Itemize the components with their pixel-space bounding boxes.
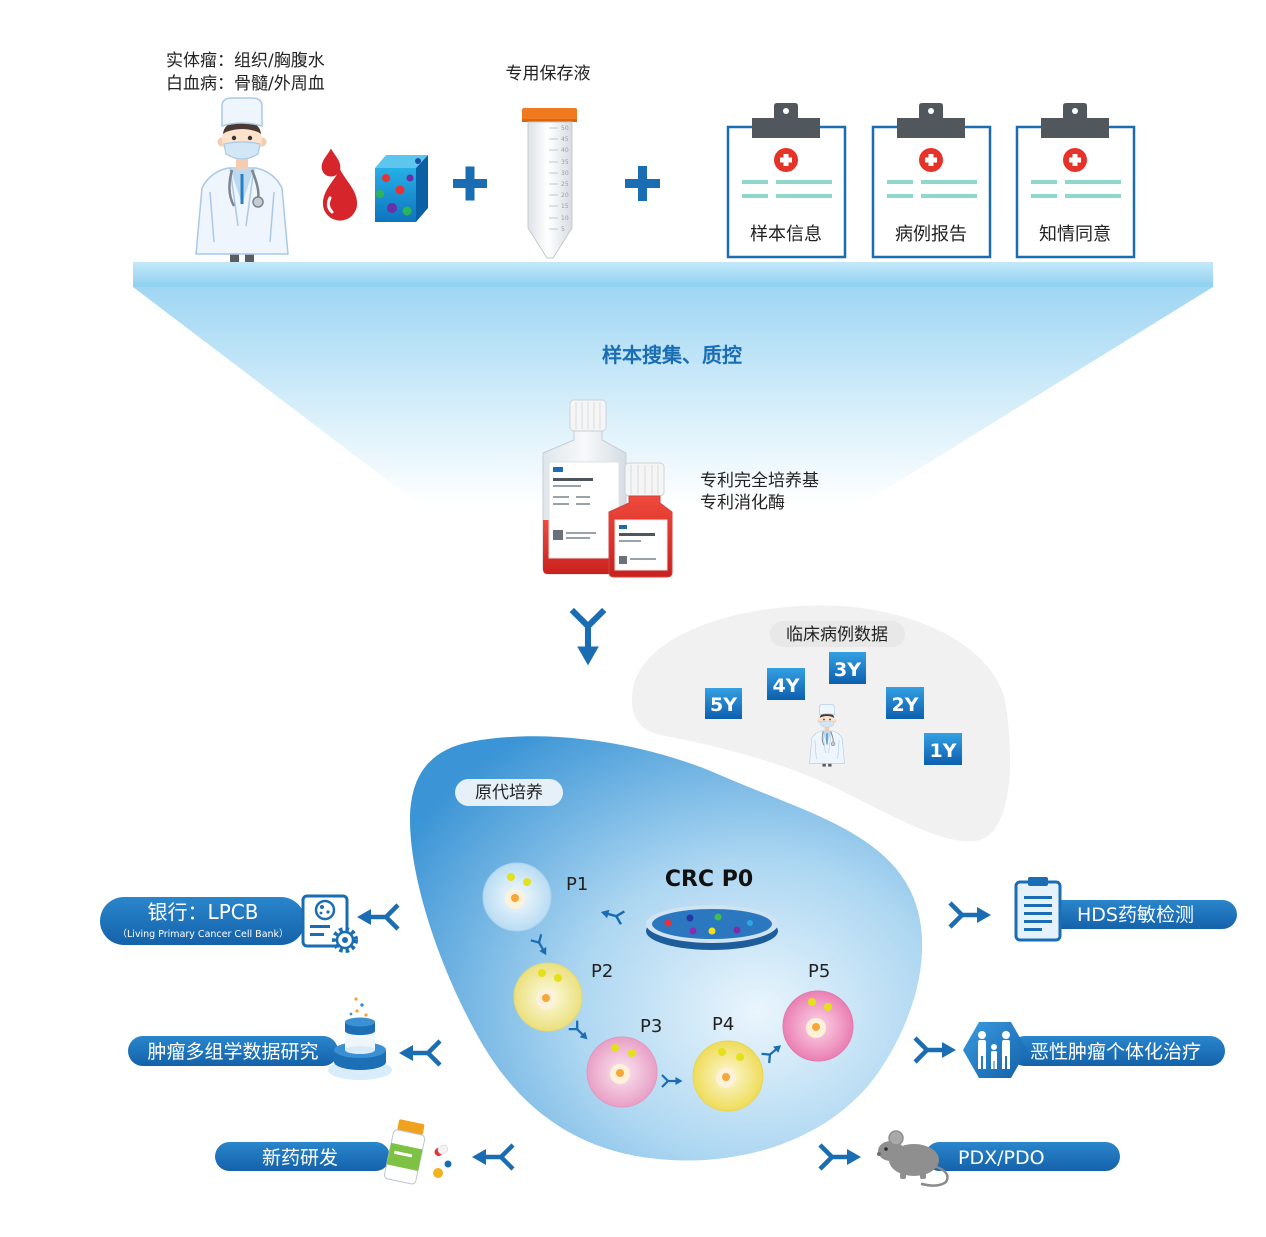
family-hexagon-icon xyxy=(963,1022,1027,1078)
cell-bank-label: 银行：LPCB xyxy=(148,900,259,924)
blood-drops-icon xyxy=(321,148,358,221)
right-arrow-icon xyxy=(950,903,991,927)
year-badge-3y: 3Y xyxy=(829,652,866,684)
year-badge-2y: 2Y xyxy=(886,687,924,719)
passage-label-p3: P3 xyxy=(640,1016,662,1037)
tube-scale-35: 35 xyxy=(561,159,569,166)
patent-enzyme-text: 专利消化酶 xyxy=(700,493,785,513)
crc-p0-title: CRC P0 xyxy=(665,867,753,892)
right-arrow-icon xyxy=(820,1145,861,1169)
clipboard-case-report: 病例报告 xyxy=(871,103,992,259)
medical-cross-icon xyxy=(1063,148,1087,172)
clipboard-informed-consent: 知情同意 xyxy=(1015,103,1136,259)
year-badge-5y: 5Y xyxy=(705,688,742,719)
application-cell-bank: 银行：LPCB （Living Primary Cancer Cell Bank… xyxy=(100,897,305,945)
left-arrow-icon xyxy=(399,1041,440,1065)
application-personalized-therapy: 恶性肿瘤个体化治疗 xyxy=(1010,1036,1225,1066)
tube-scale-10: 10 xyxy=(561,215,569,222)
clipboard-clip-icon xyxy=(752,103,820,138)
solid-tumor-source-text: 实体瘤：组织/胸腹水 xyxy=(166,51,325,71)
pdx-pdo-label: PDX/PDO xyxy=(958,1147,1045,1169)
clipboard-clip-icon xyxy=(897,103,965,138)
clinical-data-pill xyxy=(770,621,905,647)
collection-qc-title: 样本搜集、质控 xyxy=(602,343,742,367)
cell-bank-sublabel: （Living Primary Cancer Cell Bank） xyxy=(117,928,288,940)
plus-icon xyxy=(625,166,660,201)
tube-scale-5: 5 xyxy=(561,226,565,233)
year-label: 3Y xyxy=(834,659,861,681)
year-label: 5Y xyxy=(710,694,737,716)
database-stack-icon xyxy=(328,997,392,1080)
patent-medium-text: 专利完全培养基 xyxy=(700,471,819,491)
medicine-bottle-pills-icon xyxy=(383,1119,452,1185)
cell-p2 xyxy=(513,962,583,1032)
tube-scale-50: 50 xyxy=(561,125,569,132)
primary-culture-title: 原代培养 xyxy=(475,783,543,803)
year-label: 2Y xyxy=(892,694,919,716)
passage-label-p4: P4 xyxy=(712,1014,734,1035)
petri-dish-icon xyxy=(646,905,778,950)
tissue-cube-icon xyxy=(375,155,428,222)
tube-scale-15: 15 xyxy=(561,203,569,210)
clipboard-clip-icon xyxy=(1041,103,1109,138)
clipboard-label: 病例报告 xyxy=(895,224,967,245)
application-pdx-pdo: PDX/PDO xyxy=(925,1142,1120,1171)
leukemia-source-text: 白血病：骨髓/外周血 xyxy=(166,74,325,94)
application-drug-development: 新药研发 xyxy=(215,1142,390,1171)
down-arrow-icon xyxy=(572,610,604,665)
multiomics-label: 肿瘤多组学数据研究 xyxy=(147,1041,318,1063)
clipboard-sample-info: 样本信息 xyxy=(726,103,847,259)
cell-p3 xyxy=(586,1036,658,1108)
application-hds: HDS药敏检测 xyxy=(1045,900,1237,929)
tube-scale-25: 25 xyxy=(561,181,569,188)
clinical-data-title: 临床病例数据 xyxy=(786,625,888,645)
left-arrow-icon xyxy=(472,1145,513,1169)
tube-scale-45: 45 xyxy=(561,136,569,143)
passage-label-p2: P2 xyxy=(591,961,613,982)
medical-cross-icon xyxy=(919,148,943,172)
primary-culture-pill xyxy=(455,779,563,806)
cell-p1 xyxy=(482,862,552,932)
year-badge-4y: 4Y xyxy=(767,668,805,700)
tube-scale-40: 40 xyxy=(561,147,569,154)
left-arrow-icon xyxy=(357,905,398,929)
year-badge-1y: 1Y xyxy=(924,733,962,765)
passage-label-p1: P1 xyxy=(566,874,588,895)
primary-culture-area xyxy=(410,736,923,1161)
doctor-illustration xyxy=(194,96,290,264)
mouse-icon xyxy=(877,1130,949,1187)
cell-bank-document-gear-icon xyxy=(301,894,358,953)
hds-label: HDS药敏检测 xyxy=(1077,904,1194,926)
collection-funnel xyxy=(133,287,1213,505)
drug-development-label: 新药研发 xyxy=(262,1147,338,1169)
cell-p5 xyxy=(782,990,854,1062)
passage-label-p5: P5 xyxy=(808,961,830,982)
cell-p4 xyxy=(692,1040,764,1112)
personalized-therapy-label: 恶性肿瘤个体化治疗 xyxy=(1030,1041,1201,1063)
centrifuge-tube-icon: 50 45 40 35 30 25 20 15 10 5 xyxy=(522,108,577,259)
collection-bar xyxy=(133,262,1213,287)
report-clipboard-icon xyxy=(1014,877,1062,942)
culture-medium-bottles xyxy=(542,399,673,578)
tube-scale-30: 30 xyxy=(561,170,569,177)
clipboard-label: 样本信息 xyxy=(750,224,822,245)
tube-scale-20: 20 xyxy=(561,192,569,199)
preservation-solution-label: 专用保存液 xyxy=(506,64,591,84)
plus-icon xyxy=(453,166,487,201)
medical-cross-icon xyxy=(774,148,798,172)
application-multiomics: 肿瘤多组学数据研究 xyxy=(128,1036,338,1066)
clipboard-label: 知情同意 xyxy=(1039,224,1111,245)
right-arrow-icon xyxy=(915,1038,956,1062)
year-label: 1Y xyxy=(930,740,957,762)
year-label: 4Y xyxy=(773,675,800,697)
